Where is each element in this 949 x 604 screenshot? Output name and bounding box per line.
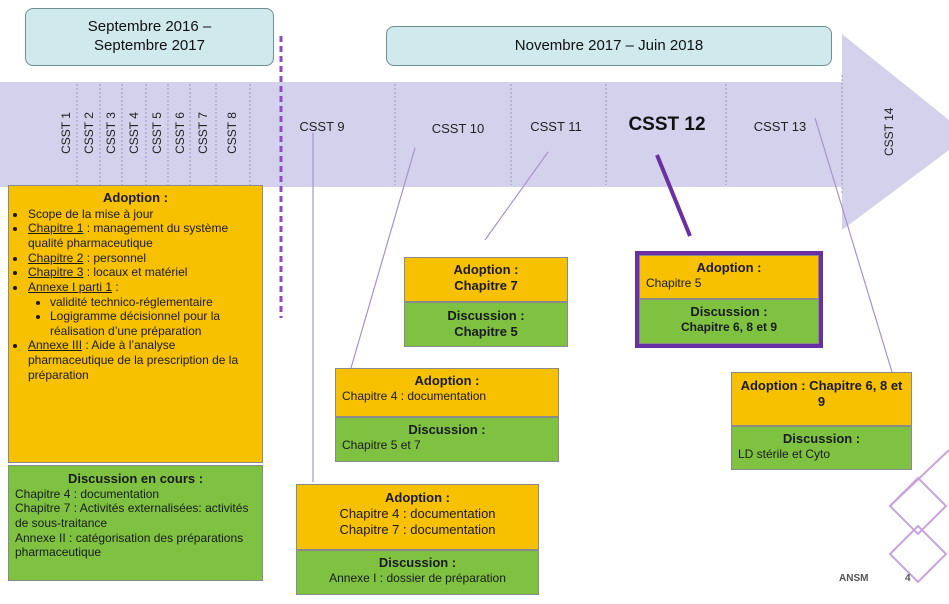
page-number: 4 [905, 573, 911, 584]
discussion-title: Discussion : [690, 304, 768, 319]
list-item: Chapitre 2 : personnel [27, 251, 256, 266]
discussion-title: Discussion : [408, 422, 486, 437]
adoption-panel: Adoption : Chapitre 4 : documentation Ch… [296, 484, 539, 550]
adoption-panel: Adoption : Chapitre 5 [639, 255, 819, 299]
adoption-line: Chapitre 4 : documentation [342, 388, 487, 403]
discussion-line: Chapitre 5 et 7 [342, 437, 421, 452]
discussion-panel: Discussion : Chapitre 6, 8 et 9 [639, 299, 819, 344]
discussion-title: Discussion : [782, 431, 861, 446]
session-label-csst8: CSST 8 [225, 112, 239, 154]
adoption-title: Adoption : [696, 260, 762, 275]
discussion-panel: Discussion : LD stérile et Cyto [731, 426, 912, 470]
adoption-title: Adoption : Chapitre 6, 8 et 9 [740, 378, 903, 409]
session-label-csst7: CSST 7 [196, 112, 210, 154]
adoption-title: Adoption : [414, 373, 480, 388]
discussion-panel: Discussion en cours : Chapitre 4 : docum… [8, 465, 263, 581]
discussion-subtitle: Chapitre 5 [454, 323, 518, 339]
timeline-arrow [0, 34, 949, 230]
adoption-line: Chapitre 5 [646, 275, 702, 290]
sub-list-item: validité technico-réglementaire [50, 295, 256, 310]
discussion-line: LD stérile et Cyto [738, 446, 831, 461]
session-label-csst6: CSST 6 [173, 112, 187, 154]
session-label-csst13: CSST 13 [753, 119, 807, 134]
list-item: Chapitre 1 : management du système quali… [27, 221, 256, 250]
session-label-csst4: CSST 4 [127, 112, 141, 154]
footer-brand: ANSM [839, 573, 869, 584]
csst12-highlight-connector [655, 154, 692, 237]
session-label-csst1: CSST 1 [59, 112, 73, 154]
adoption-title: Adoption : [103, 190, 168, 205]
sub-list: validité technico-réglementaire Logigram… [28, 295, 256, 339]
list-item: Chapitre 3 : locaux et matériel [27, 265, 256, 280]
adoption-subtitle: Chapitre 7 [454, 277, 518, 293]
discussion-line: Chapitre 7 : Activités externalisées: ac… [15, 501, 249, 531]
box-csst9: Adoption : Chapitre 4 : documentation Ch… [296, 484, 539, 595]
adoption-list: Scope de la mise à jour Chapitre 1 : man… [15, 207, 256, 383]
discussion-line: Annexe I : dossier de préparation [329, 570, 506, 585]
session-label-csst12: CSST 12 [628, 114, 706, 135]
discussion-subtitle: Chapitre 6, 8 et 9 [680, 319, 778, 334]
discussion-title: Discussion en cours : [67, 471, 204, 486]
session-label-csst14: CSST 14 [882, 107, 896, 156]
adoption-panel: Adoption : Chapitre 6, 8 et 9 [731, 372, 912, 426]
discussion-line: Chapitre 4 : documentation [15, 486, 160, 501]
discussion-panel: Discussion : Chapitre 5 [404, 302, 568, 347]
list-item: Annexe I parti 1 : validité technico-rég… [27, 280, 256, 339]
adoption-panel: Adoption : Scope de la mise à jour Chapi… [8, 185, 263, 463]
adoption-title: Adoption : [385, 490, 450, 505]
box-csst13: Adoption : Chapitre 6, 8 et 9 Discussion… [731, 372, 912, 470]
discussion-panel: Discussion : Chapitre 5 et 7 [335, 417, 559, 462]
period-2-label: Novembre 2017 – Juin 2018 [386, 26, 832, 66]
adoption-line: Chapitre 4 : documentation [339, 505, 496, 521]
session-label-csst9: CSST 9 [299, 119, 345, 134]
box-csst12: Adoption : Chapitre 5 Discussion : Chapi… [635, 251, 823, 348]
list-item: Annexe III : Aide à l’analyse pharmaceut… [27, 338, 256, 382]
sub-list-item: Logigramme décisionnel pour la réalisati… [50, 309, 256, 338]
connectors [312, 117, 893, 482]
list-item: Scope de la mise à jour [27, 207, 256, 222]
box-csst10: Adoption : Chapitre 4 : documentation Di… [335, 368, 559, 462]
decorative-diamonds [888, 449, 949, 584]
discussion-panel: Discussion : Annexe I : dossier de prépa… [296, 550, 539, 595]
session-label-csst11: CSST 11 [530, 119, 582, 134]
adoption-panel: Adoption : Chapitre 7 [404, 257, 568, 302]
box-csst11: Adoption : Chapitre 7 Discussion : Chapi… [404, 257, 568, 347]
session-label-csst5: CSST 5 [150, 112, 164, 154]
adoption-panel: Adoption : Chapitre 4 : documentation [335, 368, 559, 417]
discussion-title: Discussion : [447, 308, 525, 323]
adoption-line: Chapitre 7 : documentation [339, 521, 496, 537]
box-period1: Adoption : Scope de la mise à jour Chapi… [8, 185, 263, 581]
session-label-csst2: CSST 2 [82, 112, 96, 154]
discussion-title: Discussion : [378, 555, 457, 570]
session-separators [76, 75, 843, 195]
discussion-line: Annexe II : catégorisation des préparati… [15, 530, 244, 560]
session-label-csst3: CSST 3 [104, 112, 118, 154]
adoption-title: Adoption : [453, 262, 519, 277]
period-1-label: Septembre 2016 – Septembre 2017 [25, 8, 274, 66]
session-label-csst10: CSST 10 [431, 121, 485, 136]
